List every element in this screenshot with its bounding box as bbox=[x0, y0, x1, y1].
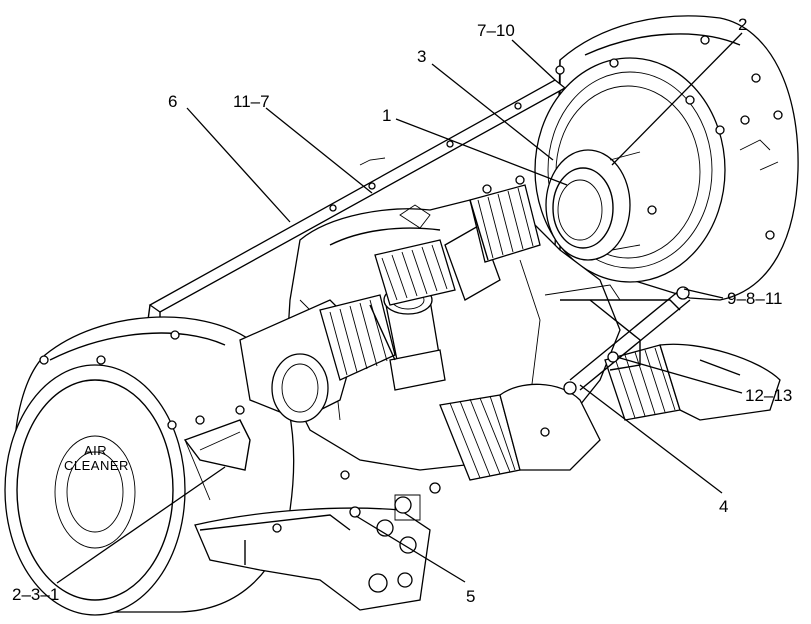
rim-bolts bbox=[555, 35, 783, 240]
leader-11-7 bbox=[265, 107, 373, 194]
right-air-cleaner-housing bbox=[534, 15, 799, 301]
leader-5 bbox=[355, 515, 466, 583]
upper-bellows-assembly bbox=[319, 157, 541, 391]
callout-7-10: 7–10 bbox=[477, 21, 515, 40]
top-rail bbox=[147, 79, 567, 328]
leader-12-13 bbox=[619, 357, 743, 394]
air-cleaner-stamp-line2: CLEANER bbox=[64, 458, 129, 473]
callout-5: 5 bbox=[466, 587, 475, 606]
callout-9-8-11: 9–8–11 bbox=[727, 289, 782, 308]
air-cleaner-stamp-line1: AIR bbox=[84, 443, 107, 458]
leader-4 bbox=[579, 384, 723, 494]
lower-bellows-assembly bbox=[439, 343, 781, 481]
leader-1 bbox=[395, 118, 568, 186]
leader-2-3-1 bbox=[56, 466, 226, 584]
leader-2 bbox=[611, 32, 743, 166]
callout-11-7: 11–7 bbox=[233, 92, 270, 111]
callout-2-3-1: 2–3–1 bbox=[12, 585, 59, 604]
callout-6: 6 bbox=[168, 92, 177, 111]
callout-3: 3 bbox=[417, 47, 426, 66]
lower-mount bbox=[194, 427, 550, 611]
leader-lines bbox=[56, 32, 743, 584]
callout-4: 4 bbox=[719, 497, 728, 516]
leader-9-8-11 bbox=[683, 288, 724, 299]
leader-7-10 bbox=[511, 39, 556, 81]
support-linkage bbox=[563, 286, 691, 395]
callout-1: 1 bbox=[382, 106, 391, 125]
callout-12-13: 12–13 bbox=[745, 386, 792, 405]
leader-3 bbox=[431, 63, 554, 161]
callout-labels: 7–10 2 3 1 6 11–7 9–8–11 12–13 4 5 2–3–1 bbox=[12, 15, 792, 606]
callout-2: 2 bbox=[738, 15, 747, 34]
leader-6 bbox=[186, 107, 291, 223]
